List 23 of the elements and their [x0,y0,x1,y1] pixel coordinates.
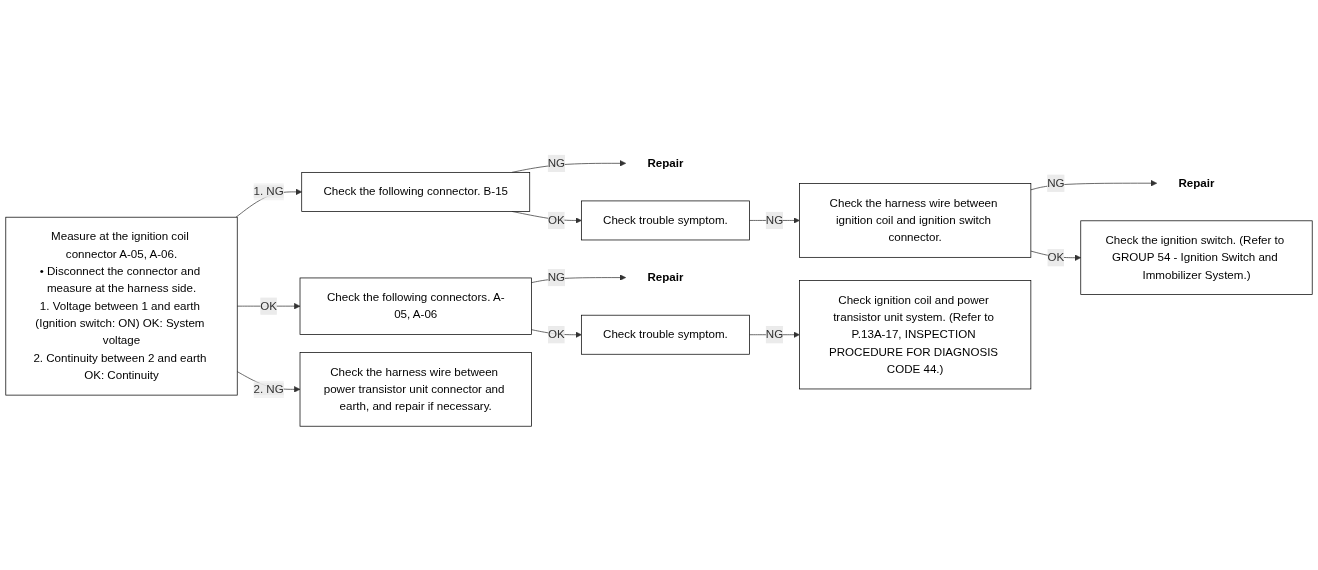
node-box: Check the following connectors. A-05, A-06 [299,277,532,335]
edge-label: 1. NG [253,185,284,198]
node-box: Check trouble symptom. [581,200,750,241]
node-text: Repair [1178,176,1215,189]
edge-label: OK [548,328,565,341]
node-box: Measure at the ignition coil connector A-05, A-06. • Disconnect the connector and measure at the harness side. 1. Voltage between 1 and earth (Ignition switch: ON) OK: System voltage 2. Continuity between 2 and earth OK: Continuity [5,216,238,396]
node-text: Repair [647,156,684,170]
edge-label: OK [548,213,565,227]
edge-label: NG [765,328,784,341]
node-text: Repair [647,271,684,284]
edge-label: NG [765,213,784,227]
node-box: Check the harness wire between power transistor unit connector and earth, and repair if necessary. [299,352,532,427]
node-box: Check the ignition switch. (Refer to GROUP 54 - Ignition Switch and Immobilizer System.) [1080,220,1313,295]
node-box: Check trouble symptom. [581,314,750,355]
edge-label: OK [1047,251,1065,264]
node-box: Check the harness wire between ignition coil and ignition switch connector. [799,183,1032,258]
edge-label: NG [547,156,566,170]
node-box: Check the following connector. B-15 [301,172,531,212]
edge-label: 2. NG [253,382,284,396]
edge-label: OK [260,299,277,312]
edge-label: NG [547,271,566,284]
node-box: Check ignition coil and power transistor unit system. (Refer to P.13A-17, INSPECTION PROCEDURE FOR DIAGNOSIS CODE 44.) [799,280,1032,390]
edge-label: NG [1047,176,1065,189]
